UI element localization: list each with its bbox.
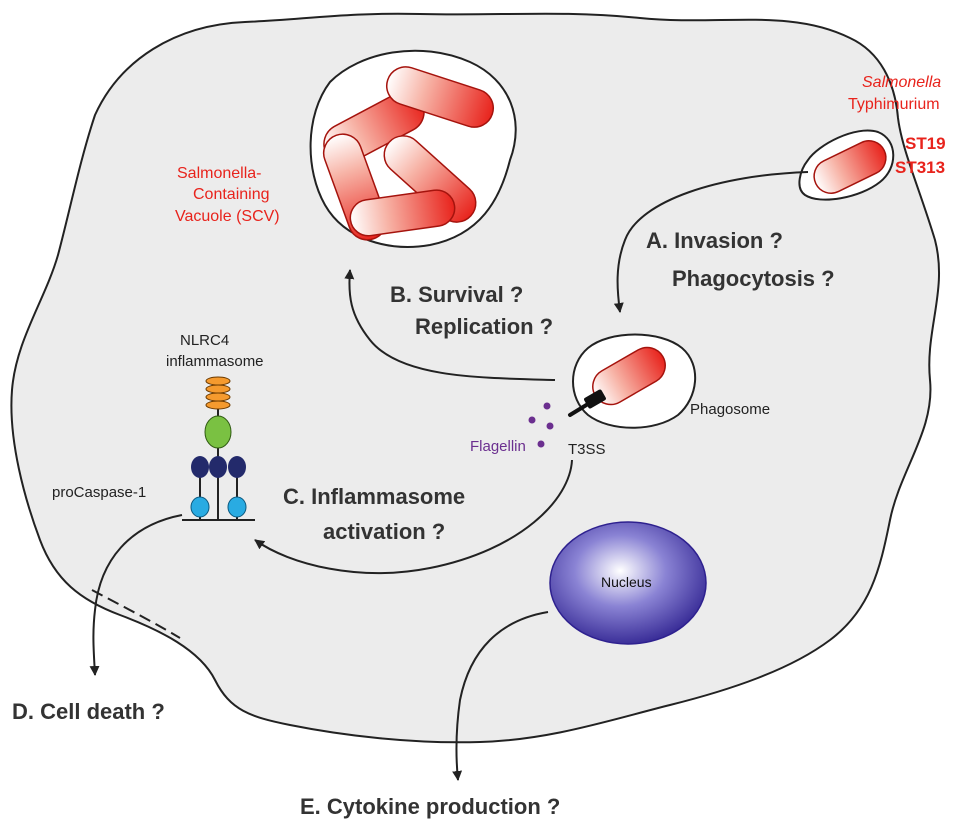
macrophage-cell (10, 12, 941, 744)
procaspase-card-right (228, 456, 246, 478)
nbd-domain (204, 415, 232, 449)
t3ss-needle (568, 402, 590, 417)
dashed-membrane-gap (91, 589, 181, 639)
nlrc4-label-line1: NLRC4 (180, 332, 230, 349)
procaspase-card-center (209, 456, 227, 478)
step-c-line1: C. Inflammasome (283, 484, 466, 509)
scv-bacterium (349, 189, 456, 237)
scv-label-line2: Containing (193, 186, 270, 203)
nucleus (549, 521, 707, 645)
flagellin-dot (543, 402, 551, 410)
nucleus-label: Nucleus (601, 574, 652, 590)
step-d-label: D. Cell death ? (12, 699, 165, 724)
external-bacterium (813, 140, 887, 194)
bacterium-genus-label: Salmonella (862, 74, 942, 91)
scv-label-line3: Vacuole (SCV) (175, 208, 280, 225)
arrow-survival (344, 269, 556, 381)
flagellin-dot (528, 416, 536, 424)
scv-label-line1: Salmonella- (177, 165, 262, 182)
card-domain (205, 392, 231, 402)
step-a-line2: Phagocytosis ? (672, 266, 835, 291)
step-b-line2: Replication ? (415, 314, 554, 339)
scv-bacterium (386, 66, 494, 128)
step-c-line2: activation ? (323, 519, 446, 544)
bacterium-serovar-label: Typhimurium (848, 96, 940, 113)
nlrc4-label-line2: inflammasome (166, 353, 264, 370)
step-b-line1: B. Survival ? (390, 282, 524, 307)
card-domain (205, 384, 231, 394)
t3ss-label: T3SS (568, 441, 606, 458)
arrow-cell-death (89, 514, 183, 676)
step-e-label: E. Cytokine production ? (300, 794, 561, 819)
strain-st19-label: ST19 (905, 134, 946, 153)
phagosome-label: Phagosome (690, 401, 771, 418)
procaspase-domain-left (190, 496, 210, 518)
flagellin-dot (546, 422, 554, 430)
flagellin-dot (537, 440, 545, 448)
arrow-inflammasome (254, 459, 573, 574)
procaspase-domain-right (227, 496, 247, 518)
card-domain (205, 376, 231, 386)
card-domains (205, 376, 231, 410)
flagellin-dots (528, 402, 554, 448)
scv-bacteria (322, 66, 494, 241)
procaspase-card-left (191, 456, 209, 478)
step-a-line1: A. Invasion ? (646, 228, 783, 253)
procaspase-label: proCaspase-1 (52, 484, 147, 501)
arrow-invasion (613, 171, 809, 313)
strain-st313-label: ST313 (895, 158, 946, 177)
nlrc4-inflammasome (182, 376, 255, 521)
flagellin-label: Flagellin (470, 438, 526, 455)
card-domain (205, 400, 231, 410)
arrow-cytokine (452, 611, 549, 781)
